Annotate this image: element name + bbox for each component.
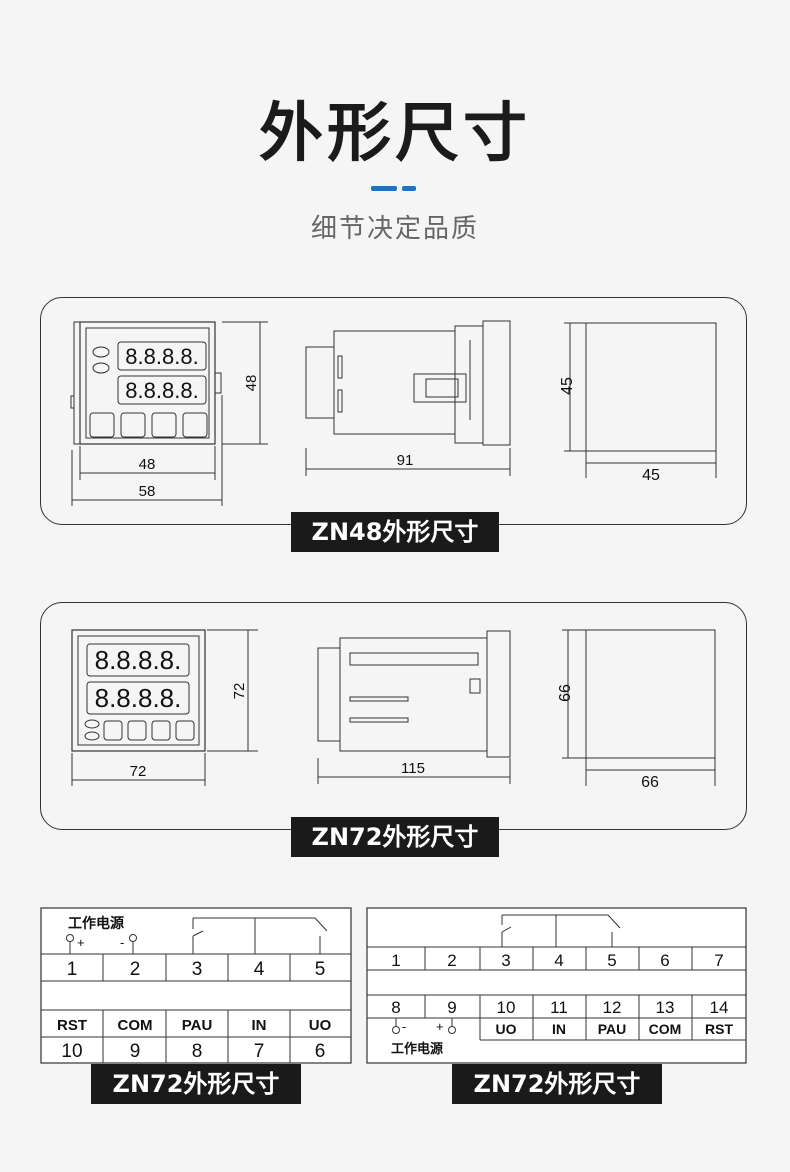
wiring-right-power-label: 工作电源: [391, 1041, 443, 1056]
display-digits-top: 8.8.8.8.: [125, 344, 198, 369]
zn72-front-view: 8.8.8.8. 8.8.8.8. 72 72: [71, 629, 258, 786]
zn48-back-view: 45 45: [559, 322, 717, 484]
wl-top-4: 4: [254, 959, 265, 980]
zn48-back-width: 45: [642, 467, 660, 484]
wr-bottom-14: 14: [710, 998, 729, 1017]
accent-bar-short: [402, 186, 416, 191]
wiring-right-caption: ZN72外形尺寸: [452, 1064, 662, 1104]
zn72-front-width: 72: [130, 763, 147, 780]
wiring-left-minus: -: [120, 935, 124, 950]
wl-signal-com: COM: [118, 1017, 153, 1034]
zn72-depth: 115: [401, 760, 425, 777]
wr-top-1: 1: [391, 951, 400, 970]
zn72-display-top: 8.8.8.8.: [95, 645, 182, 675]
zn48-width-outer: 58: [139, 483, 156, 500]
zn48-depth: 91: [397, 452, 414, 469]
zn48-height: 48: [243, 375, 260, 392]
wr-bottom-9: 9: [447, 998, 456, 1017]
wr-top-6: 6: [660, 951, 669, 970]
wl-bottom-10: 10: [61, 1041, 82, 1062]
wiring-right-table: 1 2 3 4 5 6 7 8 9 10 11 12 13 14 UO IN P…: [366, 907, 747, 1064]
wr-top-7: 7: [714, 951, 723, 970]
wl-bottom-7: 7: [254, 1041, 265, 1062]
wr-top-5: 5: [607, 951, 616, 970]
wl-signal-uo: UO: [309, 1017, 332, 1034]
wr-bottom-13: 13: [656, 998, 675, 1017]
wr-bottom-12: 12: [603, 998, 622, 1017]
display-digits-bottom: 8.8.8.8.: [125, 378, 198, 403]
wl-signal-pau: PAU: [182, 1017, 213, 1034]
zn72-side-view: 115: [317, 630, 511, 784]
wr-signal-pau: PAU: [598, 1021, 627, 1037]
wl-bottom-6: 6: [315, 1041, 326, 1062]
zn72-back-height: 66: [557, 684, 574, 702]
wr-plus: +: [436, 1019, 444, 1034]
page-subtitle: 细节决定品质: [310, 214, 479, 244]
zn72-back-width: 66: [641, 774, 659, 791]
wiring-left-caption: ZN72外形尺寸: [91, 1064, 301, 1104]
zn48-side-view: 91: [305, 320, 511, 476]
zn72-caption: ZN72外形尺寸: [291, 817, 499, 857]
zn48-width-inner: 48: [139, 456, 156, 473]
wl-top-3: 3: [192, 959, 203, 980]
zn72-diagram: 8.8.8.8. 8.8.8.8. 72 72 115 66: [71, 629, 716, 791]
accent-bar: [371, 186, 397, 191]
wr-top-4: 4: [554, 951, 563, 970]
zn48-back-height: 45: [559, 377, 576, 395]
wl-signal-in: IN: [252, 1017, 267, 1034]
wr-signal-uo: UO: [496, 1021, 517, 1037]
zn72-front-height: 72: [231, 683, 248, 700]
wr-signal-com: COM: [649, 1021, 682, 1037]
wl-bottom-9: 9: [130, 1041, 141, 1062]
wr-minus: -: [402, 1019, 406, 1034]
wr-signal-in: IN: [552, 1021, 566, 1037]
wiring-left-plus: +: [77, 935, 85, 950]
wl-signal-rst: RST: [57, 1017, 87, 1034]
wl-top-1: 1: [67, 959, 78, 980]
zn48-diagram: 8.8.8.8. 8.8.8.8. 48 58 48 91: [70, 320, 717, 506]
zn72-back-view: 66 66: [557, 629, 716, 791]
wiring-left-power-label: 工作电源: [68, 915, 124, 931]
wr-bottom-11: 11: [550, 998, 568, 1017]
wr-signal-rst: RST: [705, 1021, 733, 1037]
zn72-display-bottom: 8.8.8.8.: [95, 683, 182, 713]
wr-bottom-10: 10: [497, 998, 516, 1017]
zn48-caption: ZN48外形尺寸: [291, 512, 499, 552]
zn48-front-view: 8.8.8.8. 8.8.8.8. 48 58 48: [70, 321, 268, 506]
page-title: 外形尺寸: [259, 97, 531, 171]
wl-bottom-8: 8: [192, 1041, 203, 1062]
wiring-left-table: 工作电源 + - 1 2 3 4 5 RST COM PAU IN UO 10 …: [40, 907, 352, 1064]
wr-bottom-8: 8: [391, 998, 400, 1017]
wl-top-2: 2: [130, 959, 141, 980]
wr-top-3: 3: [501, 951, 510, 970]
wr-top-2: 2: [447, 951, 456, 970]
wiring-diagrams: 工作电源 + - 1 2 3 4 5 RST COM PAU IN UO 10 …: [40, 907, 747, 1064]
wl-top-5: 5: [315, 959, 326, 980]
